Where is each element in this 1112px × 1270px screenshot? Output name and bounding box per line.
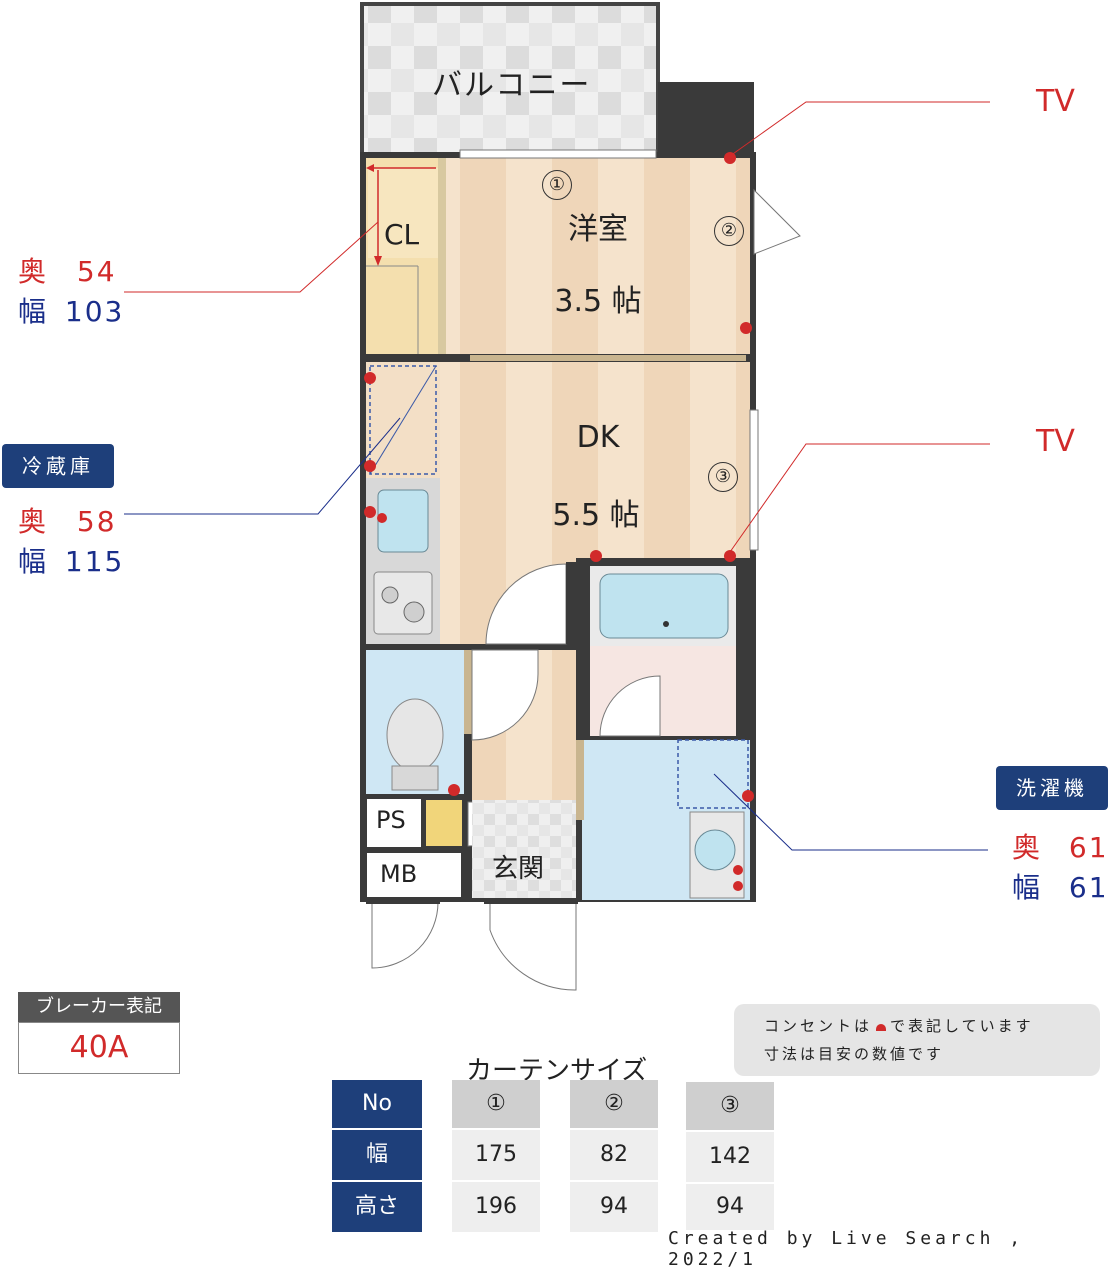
curtain-header-width: 幅 <box>332 1130 422 1180</box>
closet-label: CL <box>384 218 420 251</box>
fridge-width: 幅 115 <box>18 545 125 578</box>
curtain-col-3-width: 142 <box>686 1132 774 1182</box>
mb-label: MB <box>380 860 418 888</box>
entrance-area <box>472 800 576 898</box>
curtain-header-height: 高さ <box>332 1182 422 1232</box>
curtain-col-2-height: 94 <box>570 1182 658 1232</box>
curtain-header-no: No <box>332 1080 422 1128</box>
curtain-col-2-width: 82 <box>570 1130 658 1180</box>
notes-box: コンセントはで表記しています 寸法は目安の数値です <box>734 1004 1100 1076</box>
balcony-area <box>360 2 660 156</box>
window-marker-2: ② <box>714 216 744 246</box>
note-line-2: 寸法は目安の数値です <box>764 1045 945 1063</box>
curtain-col-1-height: 196 <box>452 1182 540 1232</box>
tv-label-1: TV <box>1036 84 1075 119</box>
washer-tag: 洗濯機 <box>996 766 1108 810</box>
ps-label: PS <box>376 806 406 834</box>
outlet-icon <box>876 1024 887 1031</box>
entrance-label: 玄関 <box>492 854 545 884</box>
floor-plan <box>124 2 990 991</box>
fridge-depth: 奥 58 <box>18 505 117 538</box>
curtain-col-1-no: ① <box>452 1080 540 1128</box>
tv-label-2: TV <box>1036 424 1075 459</box>
window-marker-3: ③ <box>708 462 738 492</box>
washer-width: 幅 61 <box>1012 871 1109 904</box>
closet-depth: 奥 54 <box>18 255 117 288</box>
washer-depth: 奥 61 <box>1012 831 1109 864</box>
western-room-size: 3.5 帖 <box>554 284 642 319</box>
western-room <box>446 158 750 354</box>
breaker-box: ブレーカー表記 40A <box>18 992 180 1074</box>
western-room-label: 洋室 <box>568 212 628 247</box>
fridge-tag: 冷蔵庫 <box>2 444 114 488</box>
dk-label: DK <box>576 420 620 455</box>
mb-box <box>365 851 463 899</box>
credit-line: Created by Live Search , 2022/1 <box>668 1228 1025 1270</box>
window-marker-1: ① <box>542 170 572 200</box>
breaker-label: ブレーカー表記 <box>18 992 180 1022</box>
curtain-col-2-no: ② <box>570 1080 658 1128</box>
dk-size: 5.5 帖 <box>552 498 640 533</box>
closet-width: 幅 103 <box>18 295 125 328</box>
curtain-col-3-no: ③ <box>686 1082 774 1130</box>
breaker-value: 40A <box>18 1022 180 1074</box>
curtain-col-3-height: 94 <box>686 1184 774 1230</box>
curtain-table: No 幅 高さ ① 175 196 ② 82 94 ③ 142 94 <box>332 1080 792 1232</box>
curtain-col-1-width: 175 <box>452 1130 540 1180</box>
structural-column <box>658 82 754 154</box>
dk-room <box>440 362 750 558</box>
outlet-markers <box>364 152 754 891</box>
note-line-1: コンセントはで表記しています <box>764 1017 1034 1035</box>
ps-box <box>365 797 423 849</box>
balcony-label: バルコニー <box>432 68 592 103</box>
